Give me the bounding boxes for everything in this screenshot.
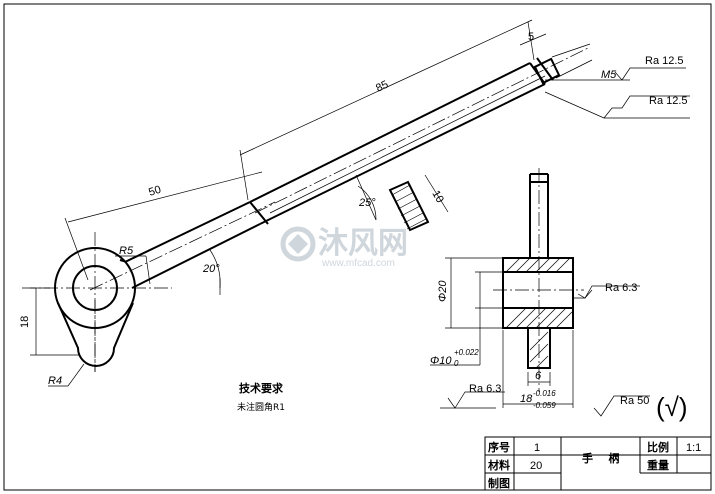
ra-bottom: Ra 6.3 bbox=[469, 383, 501, 395]
dim-6: 6 bbox=[535, 370, 542, 382]
tb-material-value: 20 bbox=[530, 460, 542, 472]
tb-seq-label: 序号 bbox=[488, 440, 510, 454]
dim-r4: R4 bbox=[48, 375, 62, 387]
tb-material-label: 材料 bbox=[488, 458, 510, 472]
dim-dia-10-lower: 0 bbox=[454, 359, 459, 368]
dim-18-bottom: 18 bbox=[520, 393, 533, 405]
thread-m5: M5 bbox=[601, 69, 617, 81]
dim-r5: R5 bbox=[119, 245, 134, 257]
ra-bore: Ra 6.3 bbox=[605, 282, 637, 294]
ra-general: Ra 50 bbox=[620, 395, 649, 407]
tb-seq-value: 1 bbox=[534, 442, 540, 454]
tb-weight-label: 重量 bbox=[647, 458, 669, 472]
ra-top-2: Ra 12.5 bbox=[649, 95, 688, 107]
dim-85: 85 bbox=[374, 79, 390, 95]
dim-dia-10-upper: +0.022 bbox=[454, 348, 479, 357]
general-roughness: Ra 50 (√) bbox=[593, 392, 688, 422]
hatch-top bbox=[505, 257, 571, 273]
dim-dia-20: Φ20 bbox=[437, 280, 449, 302]
lower-lobe bbox=[57, 302, 134, 367]
tb-scale-label: 比例 bbox=[647, 440, 669, 454]
main-view: 85 50 5 10 R5 20° 25° 18 R4 bbox=[19, 19, 593, 387]
title-block: 序号 1 材料 20 制图 手 柄 比例 1:1 重量 bbox=[484, 436, 712, 491]
notes-line-1: 未注圆角R1 bbox=[237, 401, 285, 413]
dim-50: 50 bbox=[147, 184, 162, 199]
watermark-logo-icon bbox=[280, 226, 316, 262]
arm-cross-section bbox=[355, 174, 430, 232]
section-view: Φ20 Φ10 +0.022 0 6 18 -0.016 -0.059 Ra 6… bbox=[430, 168, 640, 410]
ra-top-1: Ra 12.5 bbox=[645, 55, 684, 67]
tb-part-name: 手 柄 bbox=[582, 451, 619, 465]
tb-scale-value: 1:1 bbox=[686, 442, 701, 454]
dim-10: 10 bbox=[429, 189, 446, 206]
watermark-url: www.mfcad.com bbox=[321, 258, 395, 269]
dim-18: 18 bbox=[19, 316, 31, 328]
watermark: 沐风网 www.mfcad.com bbox=[280, 226, 408, 269]
technical-notes: 技术要求 未注圆角R1 bbox=[237, 381, 285, 413]
dim-18-lower: -0.059 bbox=[533, 401, 556, 410]
roughness-callouts-top: M5 Ra 12.5 Ra 12.5 bbox=[544, 55, 690, 119]
hatch-bottom bbox=[505, 307, 574, 329]
tb-drawn-label: 制图 bbox=[488, 476, 510, 490]
dim-20-deg: 20° bbox=[202, 263, 220, 275]
dim-5: 5 bbox=[528, 31, 534, 43]
notes-title: 技术要求 bbox=[239, 381, 284, 395]
dim-25-deg: 25° bbox=[358, 197, 376, 209]
watermark-brand: 沐风网 bbox=[318, 226, 408, 261]
ra-general-paren: (√) bbox=[656, 392, 688, 422]
dim-18-upper: -0.016 bbox=[533, 389, 556, 398]
dim-dia-10: Φ10 bbox=[430, 355, 452, 367]
drawing-frame bbox=[3, 3, 712, 491]
